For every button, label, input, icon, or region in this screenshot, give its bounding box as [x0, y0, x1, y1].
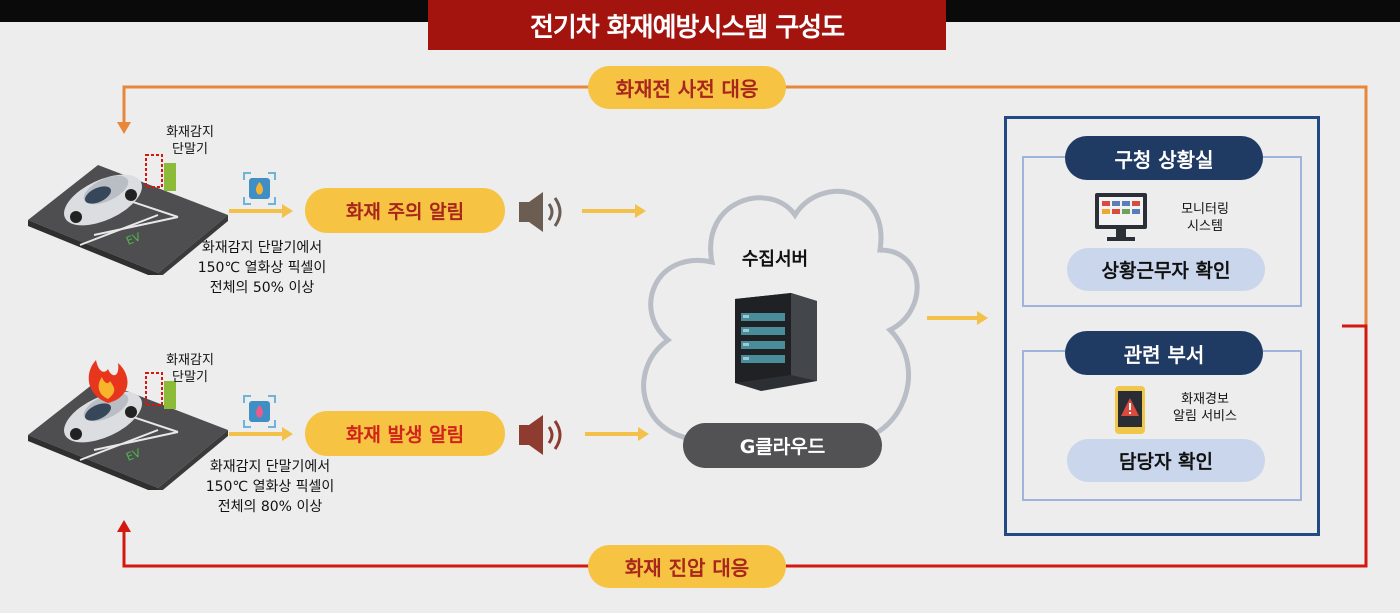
- arrow-row1-a: [229, 204, 293, 218]
- condition-text-1: 화재감지 단말기에서 150℃ 열화상 픽셀이 전체의 50% 이상: [172, 238, 352, 298]
- receiver-2-action: 담당자 확인: [1067, 439, 1265, 482]
- phone-alert-icon: [1115, 386, 1145, 434]
- condition-2-line3: 전체의 80% 이상: [217, 499, 323, 515]
- receiver-2-system: 화재경보 알림 서비스: [1155, 391, 1255, 425]
- pre-response-label: 화재전 사전 대응: [588, 66, 786, 109]
- fire-alert-pill: 화재 발생 알림: [305, 411, 505, 456]
- condition-2-line1: 화재감지 단말기에서: [209, 459, 331, 475]
- pre-response-arrowhead: [117, 122, 131, 134]
- arrow-row1-b: [582, 204, 646, 218]
- condition-1-line2: 150℃ 열화상 픽셀이: [197, 260, 327, 276]
- speaker-icon: [519, 192, 562, 232]
- parking-lot-2: EV: [28, 360, 228, 490]
- receiver-2-header: 관련 부서: [1065, 331, 1263, 375]
- fire-icon: [88, 360, 128, 403]
- suppression-label: 화재 진압 대응: [588, 545, 786, 588]
- server-label: 수집서버: [741, 249, 809, 270]
- thermal-sensor-icon: [243, 395, 276, 428]
- caution-alert-pill: 화재 주의 알림: [305, 188, 505, 233]
- charger-2: [164, 381, 176, 409]
- thermal-sensor-icon: [243, 172, 276, 205]
- ev-marking-2: EV: [124, 446, 143, 464]
- terminal-label-1: 화재감지 단말기: [152, 124, 228, 158]
- terminal-label-1-line2: 단말기: [172, 142, 208, 157]
- car-1: [64, 174, 142, 226]
- condition-text-2: 화재감지 단말기에서 150℃ 열화상 픽셀이 전체의 80% 이상: [180, 457, 360, 517]
- charger-1: [164, 163, 176, 191]
- parking-lot-1: EV: [28, 154, 228, 275]
- arrow-row2-b: [585, 427, 649, 441]
- cloud-label: G클라우드: [683, 423, 882, 468]
- receiver-2-system-line2: 알림 서비스: [1173, 409, 1237, 424]
- monitor-icon: [1095, 193, 1147, 241]
- car-2: [64, 391, 142, 443]
- suppression-line: [122, 324, 1368, 568]
- condition-2-line2: 150℃ 열화상 픽셀이: [205, 479, 335, 495]
- condition-1-line3: 전체의 50% 이상: [209, 280, 315, 296]
- ev-marking-1: EV: [124, 230, 143, 248]
- detector-2: [145, 372, 163, 406]
- terminal-label-2: 화재감지 단말기: [152, 352, 228, 386]
- receiver-1-system-line2: 시스템: [1187, 219, 1223, 234]
- terminal-label-2-line2: 단말기: [172, 370, 208, 385]
- detector-1: [145, 154, 163, 188]
- receiver-1-system-line1: 모니터링: [1181, 202, 1229, 217]
- receiver-2-system-line1: 화재경보: [1181, 392, 1229, 407]
- condition-1-line1: 화재감지 단말기에서: [201, 240, 323, 256]
- receiver-1-system: 모니터링 시스템: [1160, 201, 1250, 235]
- terminal-label-2-line1: 화재감지: [166, 353, 214, 368]
- arrow-to-panel: [927, 311, 988, 325]
- arrow-row2-a: [229, 427, 293, 441]
- receiver-1-header: 구청 상황실: [1065, 136, 1263, 180]
- receiver-1-action: 상황근무자 확인: [1067, 248, 1265, 291]
- terminal-label-1-line1: 화재감지: [166, 125, 214, 140]
- speaker-icon: [519, 415, 562, 455]
- server-icon: [735, 293, 817, 391]
- page-title: 전기차 화재예방시스템 구성도: [428, 0, 946, 50]
- suppression-arrowhead: [117, 520, 131, 532]
